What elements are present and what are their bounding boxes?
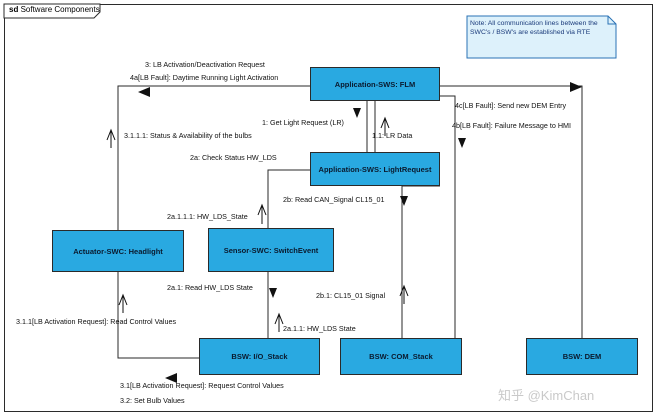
arrowhead-m3 [138,87,150,97]
wire-lr-switchevent [267,169,310,228]
arrowhead-m1 [353,108,361,118]
message-1: 1: Get Light Request (LR) [262,118,344,127]
message-4a: 4a[LB Fault]: Daytime Running Light Acti… [130,73,279,82]
message-1-1: 1.1: LR Data [372,131,413,140]
frame-tag: sd [9,5,19,14]
component-flm[interactable]: Application-SWS: FLM [310,67,440,101]
message-4c: 4c[LB Fault]: Send new DEM Entry [455,101,567,110]
message-2a: 2a: Check Status HW_LDS [190,153,277,162]
component-io-stack-label: BSW: I/O_Stack [231,352,288,361]
message-3-1: 3.1[LB Activation Request]: Request Cont… [120,381,284,390]
arrowhead-m31 [165,373,177,383]
frame-tab [3,3,101,19]
arrowhead-m2b [400,196,408,206]
arrowhead-m2a1 [269,288,277,298]
message-2b-1: 2b.1: CL15_01 Signal [316,291,386,300]
message-3-1-1: 3.1.1[LB Activation Request]: Read Contr… [16,317,177,326]
component-lightrequest-label: Application-SWS: LightRequest [318,164,432,174]
frame-title-text: Software Components [20,5,100,14]
wire-flm-headlight [117,85,310,230]
component-dem[interactable]: BSW: DEM [526,338,638,375]
component-dem-label: BSW: DEM [562,352,602,361]
message-4b: 4b[LB Fault]: Failure Message to HMI [452,121,572,130]
message-3-2: 3.2: Set Bulb Values [120,396,185,405]
component-com-stack[interactable]: BSW: COM_Stack [340,338,462,375]
component-flm-label: Application-SWS: FLM [334,79,416,89]
message-2b: 2b: Read CAN_Signal CL15_01 [283,195,385,204]
message-3-1-1-1: 3.1.1.1: Status & Availability of the bu… [124,131,252,140]
message-2a-1: 2a.1: Read HW_LDS State [167,283,253,292]
watermark: 知乎 @KimChan [498,388,595,403]
message-2a-1-1: 2a.1.1: HW_LDS State [283,324,356,333]
wire-lr-com [401,185,440,338]
frame-title: sd Software Components [9,5,100,14]
component-lightrequest[interactable]: Application-SWS: LightRequest [310,152,440,186]
arrowhead-m4b [458,138,466,148]
component-com-stack-label: BSW: COM_Stack [369,352,433,361]
note-text: Note: All communication lines between th… [470,20,598,36]
component-io-stack[interactable]: BSW: I/O_Stack [199,338,320,375]
note-shape [466,15,617,59]
wire-flm-com [440,95,456,338]
wire-flm-dem [440,85,583,338]
wire-headlight-io [117,272,199,359]
component-headlight[interactable]: Actuator-SWC: Headlight [52,230,184,272]
arrowhead-m4c [570,82,582,92]
message-3: 3: LB Activation/Deactivation Request [145,60,265,69]
component-switchevent-label: Sensor-SWC: SwitchEvent [223,245,319,255]
component-switchevent[interactable]: Sensor-SWC: SwitchEvent [208,228,334,272]
message-2a-1-1-1: 2a.1.1.1: HW_LDS_State [167,212,248,221]
component-headlight-label: Actuator-SWC: Headlight [73,246,163,256]
